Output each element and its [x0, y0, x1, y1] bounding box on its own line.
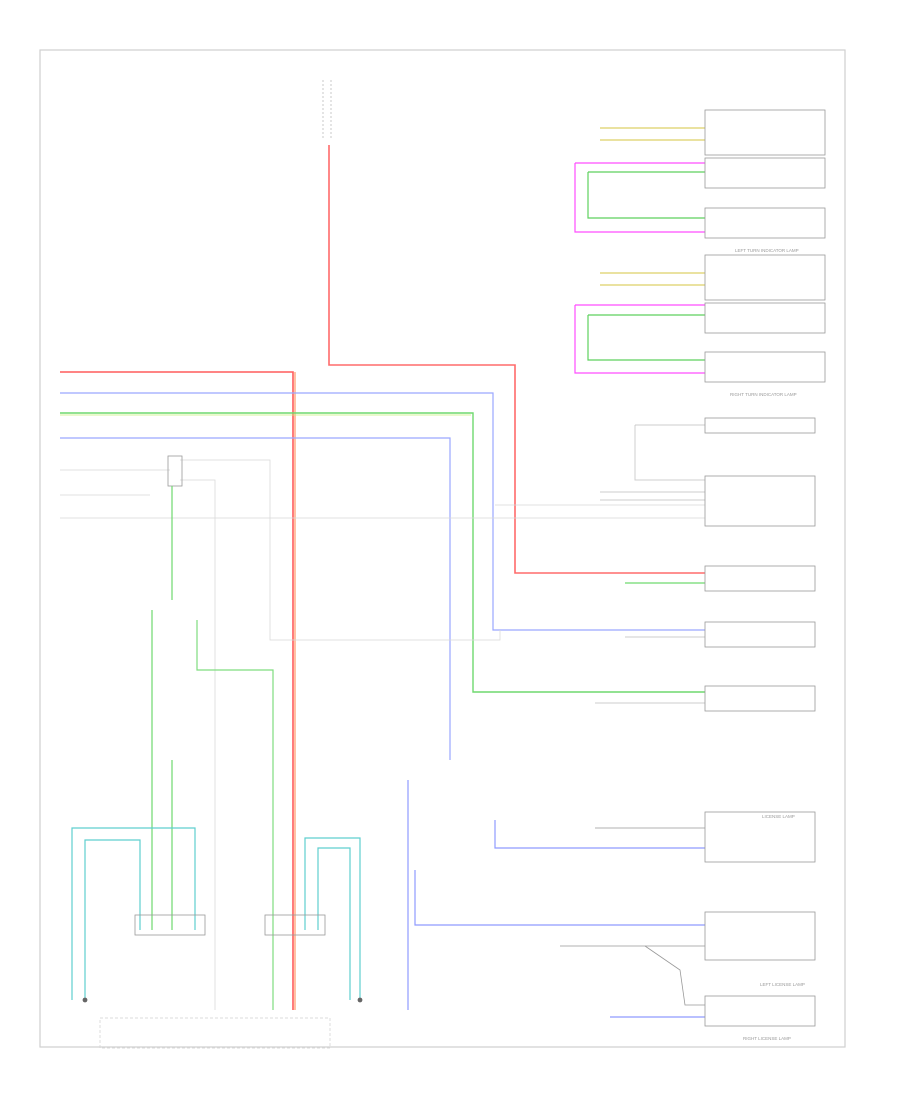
- turn-right-label: RIGHT TURN INDICATOR LAMP: [730, 392, 797, 397]
- license-lamp-box-2: [704, 911, 816, 961]
- wire-teal-right: [304, 837, 361, 1000]
- wire-gray-4: [180, 459, 501, 641]
- license-left-label: LICENSE LAMP: [762, 814, 795, 819]
- wire-gray-license-3: [644, 945, 705, 1006]
- wire-red-main: [328, 145, 705, 574]
- diagram-frame: [39, 49, 846, 1048]
- license-right-label: RIGHT LICENSE LAMP: [743, 1036, 791, 1041]
- rear-lamp-right-connector: [264, 914, 326, 936]
- tail-pass-block: [600, 417, 816, 527]
- wire-blue-2: [60, 437, 451, 760]
- ground-left: [82, 997, 88, 1003]
- wire-teal-right-2: [317, 847, 351, 1000]
- cargo-lamp-block-2: [625, 621, 816, 648]
- cargo-lamp-block: [625, 565, 816, 592]
- wire-gray-5: [180, 479, 216, 1010]
- relay-box-left: [167, 455, 183, 487]
- wire-teal-left-2: [84, 839, 141, 1000]
- license-lamp-box-3: [704, 995, 816, 1027]
- dome-lamp-block: [595, 685, 816, 712]
- wire-red-left: [60, 371, 294, 1010]
- rear-lamp-left-connector: [134, 914, 206, 936]
- wire-blue-1: [60, 392, 705, 631]
- turn-lamp-right-block: RIGHT TURN INDICATOR LAMP: [574, 254, 826, 397]
- wire-green-down-2: [196, 620, 274, 1010]
- wire-teal-left: [71, 827, 196, 1000]
- turn-left-label: LEFT TURN INDICATOR LAMP: [735, 248, 799, 253]
- turn-lamp-left-block: LEFT TURN INDICATOR LAMP: [574, 109, 826, 253]
- wire-green-1: [60, 412, 705, 693]
- ground-right: [357, 997, 363, 1003]
- rear-module-outline: [99, 1017, 331, 1049]
- license-lamp-box-1: [704, 811, 816, 863]
- license-left-2-label: LEFT LICENSE LAMP: [760, 982, 805, 987]
- wire-blue-license-3: [494, 820, 705, 849]
- wire-blue-license-2: [414, 870, 705, 926]
- fuse-block: [322, 80, 332, 140]
